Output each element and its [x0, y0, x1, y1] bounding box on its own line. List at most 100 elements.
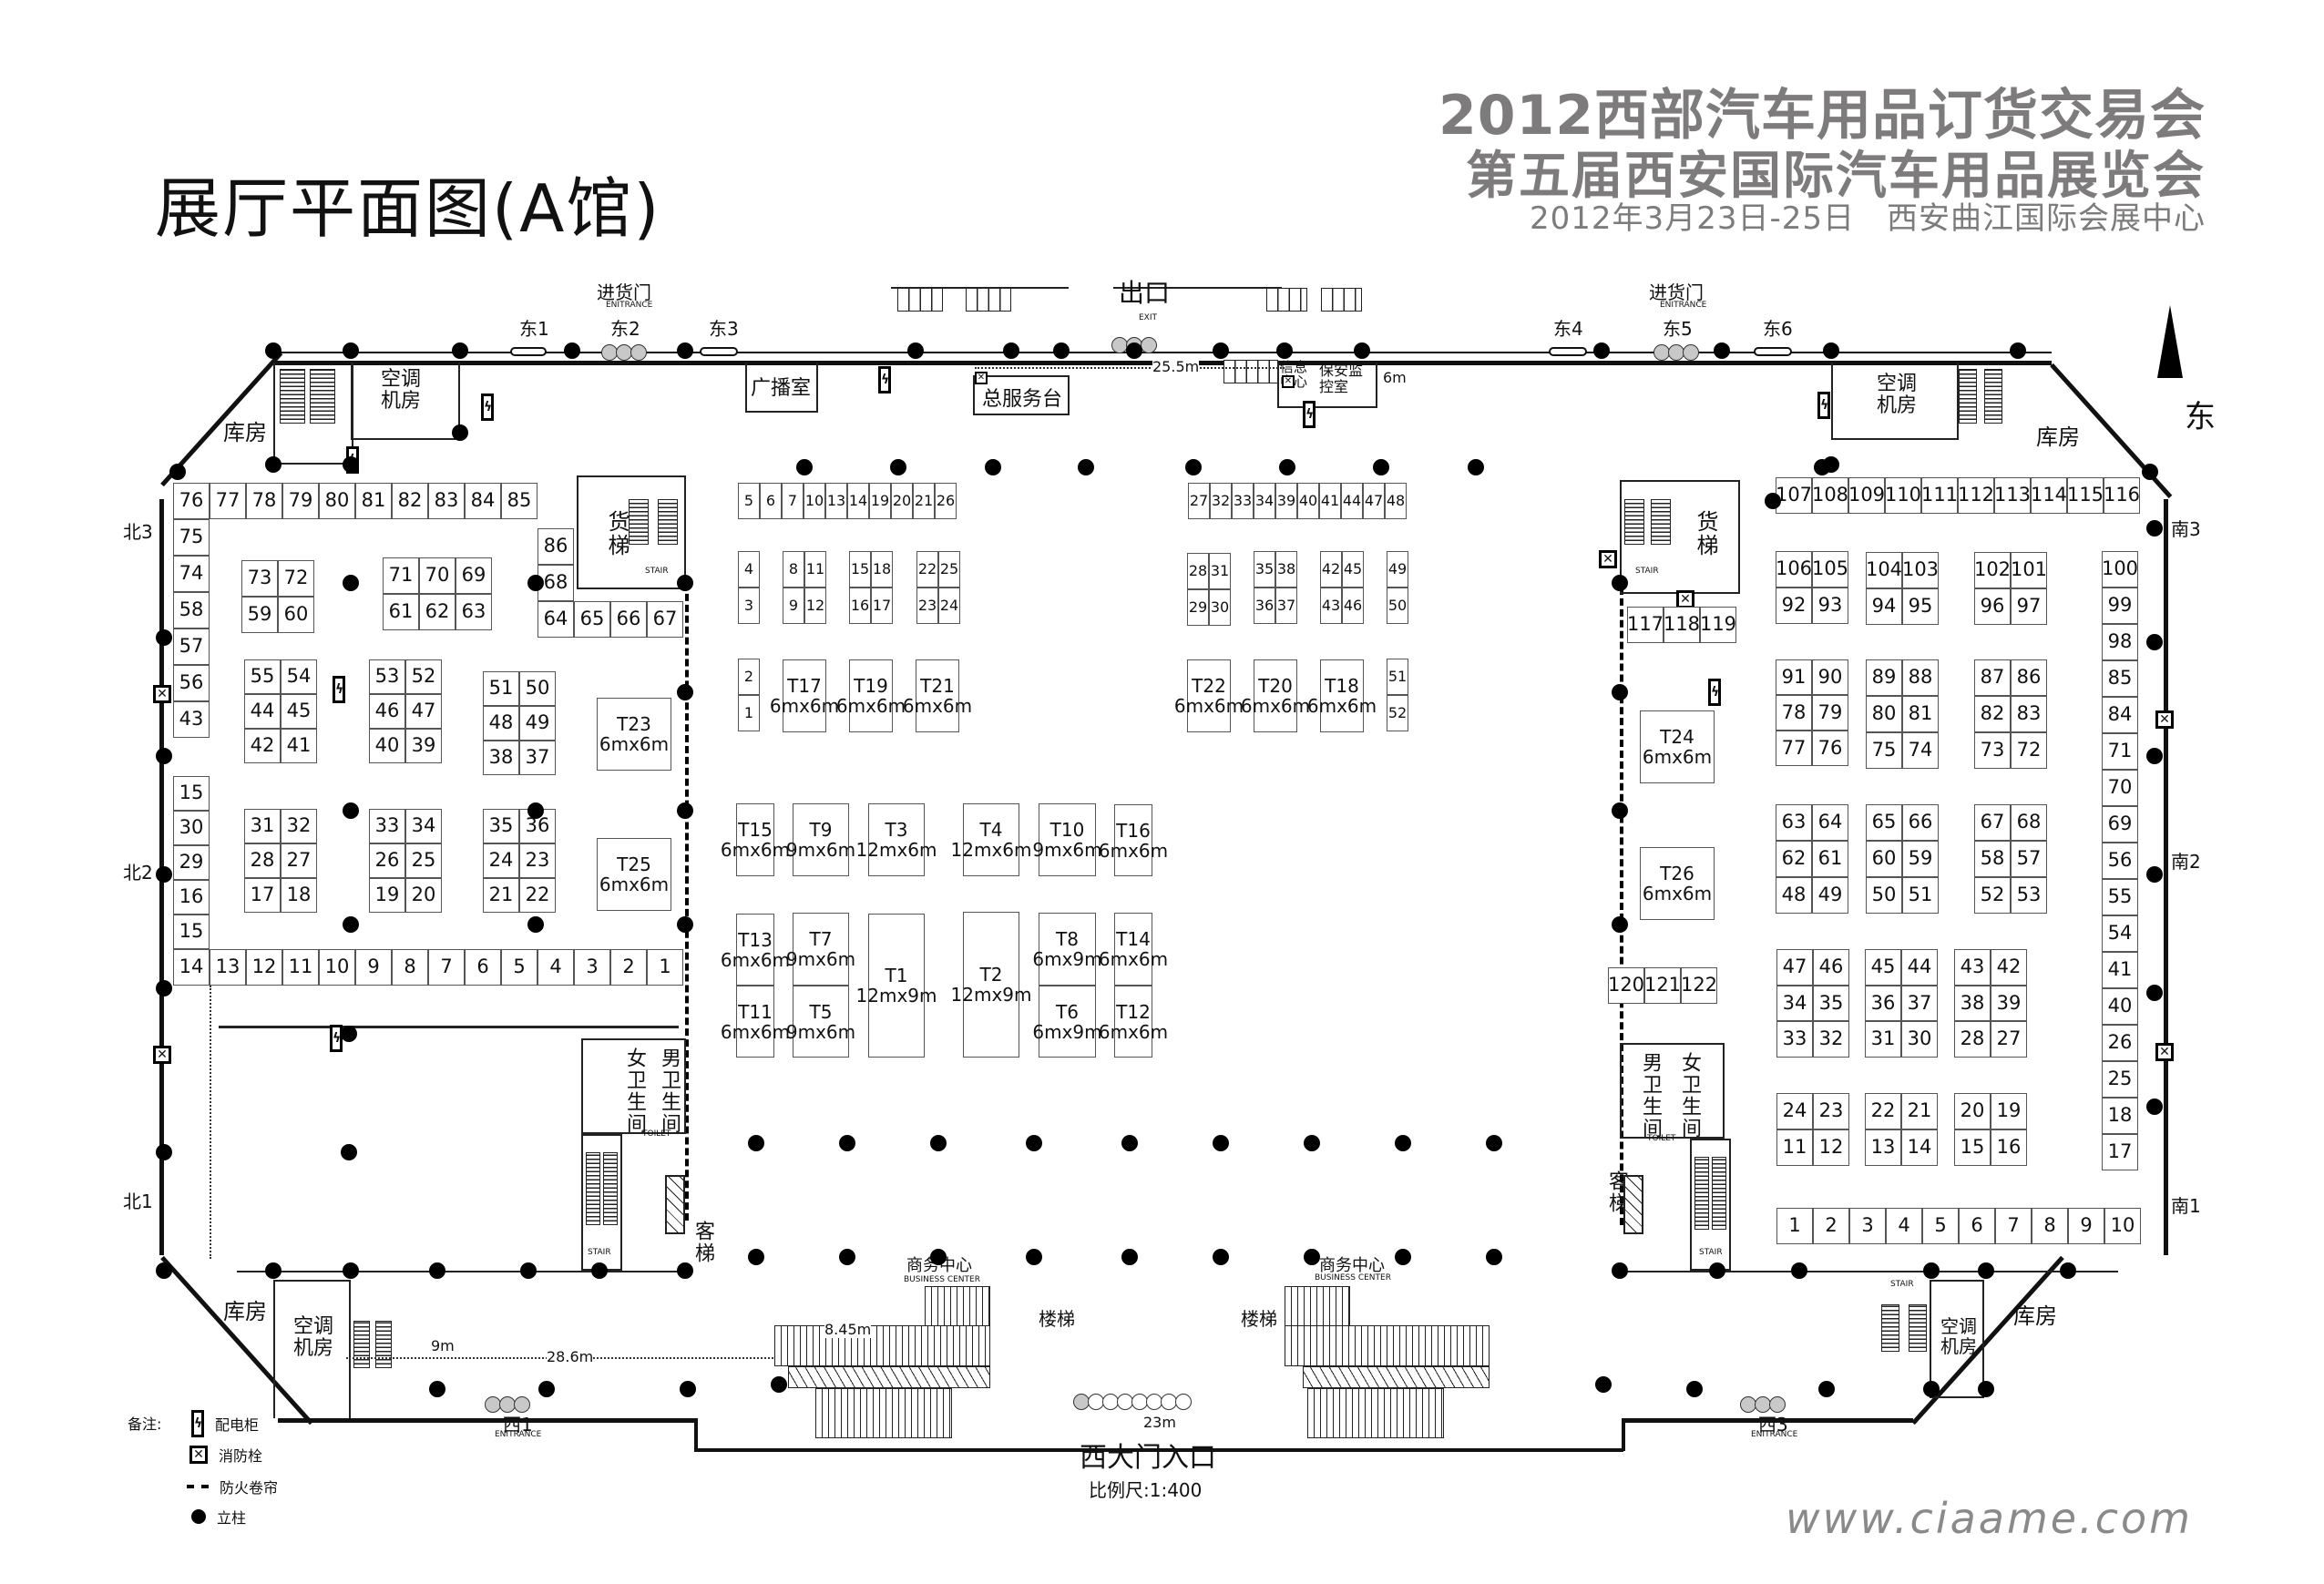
booth-17[interactable]: 17	[871, 588, 893, 624]
booth-63[interactable]: 63	[1776, 804, 1812, 841]
booth-37[interactable]: 37	[519, 741, 556, 775]
booth-48[interactable]: 48	[1776, 877, 1812, 914]
booth-81[interactable]: 81	[355, 483, 392, 519]
booth-33[interactable]: 33	[369, 809, 405, 843]
booth-9[interactable]: 9	[783, 588, 804, 624]
booth-94[interactable]: 94	[1866, 588, 1902, 625]
booth-36[interactable]: 36	[519, 809, 556, 843]
booth-106[interactable]: 106	[1776, 551, 1812, 588]
booth-77[interactable]: 77	[210, 483, 246, 519]
booth-78[interactable]: 78	[1776, 695, 1812, 731]
booth-9[interactable]: 9	[2068, 1208, 2104, 1244]
booth-21[interactable]: 21	[483, 878, 519, 913]
booth-4[interactable]: 4	[738, 551, 760, 588]
booth-53[interactable]: 53	[369, 659, 405, 694]
booth-39[interactable]: 39	[405, 729, 442, 763]
booth-80[interactable]: 80	[319, 483, 355, 519]
booth-11[interactable]: 11	[804, 551, 826, 588]
booth-7[interactable]: 7	[428, 949, 465, 986]
booth-107[interactable]: 107	[1776, 477, 1812, 514]
booth-21[interactable]: 21	[913, 483, 935, 519]
booth-28[interactable]: 28	[244, 843, 281, 878]
booth-44[interactable]: 44	[244, 694, 281, 729]
booth-25[interactable]: 25	[405, 843, 442, 878]
gate-dong3[interactable]	[700, 347, 738, 356]
booth-T22[interactable]: T22 6mx6m	[1174, 659, 1244, 732]
booth-10[interactable]: 10	[319, 949, 355, 986]
booth-46[interactable]: 46	[1813, 949, 1849, 986]
booth-19[interactable]: 19	[869, 483, 891, 519]
booth-49[interactable]: 49	[1812, 877, 1848, 914]
booth-60[interactable]: 60	[1866, 841, 1902, 877]
booth-T26[interactable]: T26 6mx6m	[1640, 847, 1715, 920]
booth-T18[interactable]: T18 6mx6m	[1307, 659, 1377, 732]
booth-33[interactable]: 33	[1776, 1021, 1813, 1058]
booth-62[interactable]: 62	[419, 594, 456, 630]
gate-dong5[interactable]	[1653, 344, 1699, 361]
booth-14[interactable]: 14	[1901, 1129, 1938, 1166]
booth-47[interactable]: 47	[1776, 949, 1813, 986]
booth-T24[interactable]: T24 6mx6m	[1640, 710, 1715, 783]
booth-116[interactable]: 116	[2104, 477, 2140, 514]
booth-43[interactable]: 43	[1320, 588, 1342, 624]
booth-15[interactable]: 15	[1954, 1129, 1991, 1166]
booth-63[interactable]: 63	[456, 594, 492, 630]
booth-76[interactable]: 76	[173, 483, 210, 519]
booth-3[interactable]: 3	[738, 588, 760, 624]
booth-64[interactable]: 64	[1812, 804, 1848, 841]
booth-51[interactable]: 51	[1387, 659, 1408, 695]
booth-73[interactable]: 73	[1974, 732, 2011, 769]
booth-34[interactable]: 34	[1254, 483, 1275, 519]
booth-40[interactable]: 40	[2102, 988, 2138, 1025]
booth-11[interactable]: 11	[1776, 1129, 1813, 1166]
booth-58[interactable]: 58	[173, 592, 210, 628]
booth-93[interactable]: 93	[1812, 588, 1848, 624]
booth-8[interactable]: 8	[2032, 1208, 2068, 1244]
booth-7[interactable]: 7	[782, 483, 804, 519]
booth-49[interactable]: 49	[519, 706, 556, 741]
booth-49[interactable]: 49	[1387, 551, 1408, 588]
booth-75[interactable]: 75	[1866, 732, 1902, 769]
booth-24[interactable]: 24	[1776, 1093, 1813, 1129]
booth-51[interactable]: 51	[483, 671, 519, 706]
booth-79[interactable]: 79	[282, 483, 319, 519]
booth-67[interactable]: 67	[1974, 804, 2011, 841]
booth-122[interactable]: 122	[1681, 967, 1717, 1004]
booth-41[interactable]: 41	[2102, 952, 2138, 988]
booth-2[interactable]: 2	[738, 659, 760, 695]
booth-41[interactable]: 41	[1319, 483, 1341, 519]
booth-56[interactable]: 56	[173, 665, 210, 701]
booth-84[interactable]: 84	[465, 483, 501, 519]
booth-65[interactable]: 65	[574, 601, 610, 638]
booth-32[interactable]: 32	[281, 809, 317, 843]
booth-27[interactable]: 27	[281, 843, 317, 878]
booth-T8[interactable]: T8 6mx9m	[1032, 913, 1102, 986]
booth-18[interactable]: 18	[2102, 1098, 2138, 1134]
booth-T13[interactable]: T13 6mx6m	[721, 914, 790, 986]
booth-65[interactable]: 65	[1866, 804, 1902, 841]
booth-1[interactable]: 1	[647, 949, 683, 986]
booth-1[interactable]: 1	[1776, 1208, 1813, 1244]
booth-67[interactable]: 67	[647, 601, 683, 638]
booth-33[interactable]: 33	[1232, 483, 1254, 519]
booth-105[interactable]: 105	[1812, 551, 1848, 588]
booth-15[interactable]: 15	[849, 551, 871, 588]
booth-46[interactable]: 46	[1342, 588, 1364, 624]
booth-71[interactable]: 71	[2102, 733, 2138, 770]
booth-56[interactable]: 56	[2102, 843, 2138, 879]
booth-10[interactable]: 10	[804, 483, 825, 519]
exit-nan3[interactable]: 南3	[2171, 518, 2201, 540]
booth-61[interactable]: 61	[1812, 841, 1848, 877]
booth-119[interactable]: 119	[1700, 607, 1736, 643]
booth-68[interactable]: 68	[2011, 804, 2047, 841]
booth-102[interactable]: 102	[1974, 552, 2011, 588]
booth-72[interactable]: 72	[2011, 732, 2047, 769]
booth-6[interactable]: 6	[760, 483, 782, 519]
booth-66[interactable]: 66	[1902, 804, 1939, 841]
booth-T3[interactable]: T3 12mx6m	[856, 803, 937, 876]
booth-25[interactable]: 25	[938, 551, 960, 588]
booth-121[interactable]: 121	[1644, 967, 1681, 1004]
booth-31[interactable]: 31	[1209, 553, 1231, 589]
booth-60[interactable]: 60	[278, 597, 314, 633]
booth-35[interactable]: 35	[483, 809, 519, 843]
